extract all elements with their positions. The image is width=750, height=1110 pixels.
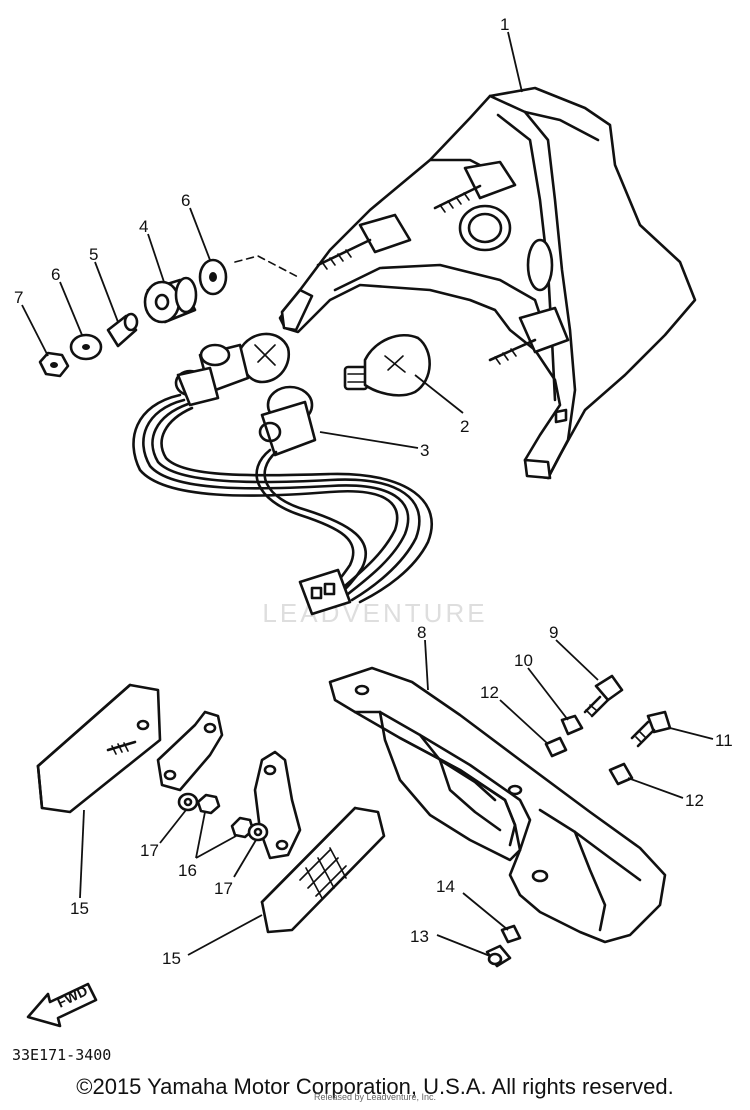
callout-11: 11 bbox=[715, 731, 733, 750]
bolt-11 bbox=[630, 710, 672, 748]
grommet-4 bbox=[143, 276, 198, 324]
washer-14 bbox=[500, 924, 522, 944]
callout-10: 10 bbox=[514, 651, 533, 670]
callout-1: 1 bbox=[500, 15, 509, 34]
callout-6a: 6 bbox=[181, 191, 190, 210]
callout-13: 13 bbox=[410, 927, 429, 946]
callout-3: 3 bbox=[420, 441, 429, 460]
license-bracket-8 bbox=[328, 666, 667, 944]
callout-14: 14 bbox=[436, 877, 455, 896]
stay-left bbox=[156, 710, 224, 792]
leader-lines bbox=[21, 31, 714, 957]
callout-4: 4 bbox=[139, 217, 148, 236]
nut-7 bbox=[38, 351, 70, 378]
reflector-15b bbox=[260, 806, 386, 934]
copyright-notice: ©2015 Yamaha Motor Corporation, U.S.A. A… bbox=[76, 1074, 674, 1099]
callout-17a: 17 bbox=[140, 841, 159, 860]
socket-wire-harness bbox=[132, 332, 434, 616]
washer-12b bbox=[608, 762, 634, 786]
nut-16a bbox=[196, 793, 221, 815]
washer-17b bbox=[247, 822, 269, 842]
bolt-9 bbox=[583, 674, 624, 718]
callout-numbers: 1 2 3 4 5 6 6 7 8 9 10 11 12 12 13 14 15… bbox=[14, 15, 733, 968]
diagram-part-code: 33E171-3400 bbox=[12, 1046, 111, 1064]
callout-6b: 6 bbox=[51, 265, 60, 284]
tail-light-housing bbox=[278, 86, 697, 480]
bulb-2 bbox=[343, 333, 431, 397]
callout-15a: 15 bbox=[70, 899, 89, 918]
watermark: LEADVENTURE bbox=[262, 598, 487, 628]
callout-5: 5 bbox=[89, 245, 98, 264]
released-by-note: Released by Leadventure, Inc. bbox=[313, 1092, 437, 1102]
washer-6b bbox=[69, 333, 103, 361]
nut-13 bbox=[485, 944, 512, 968]
callout-7: 7 bbox=[14, 288, 23, 307]
callout-15b: 15 bbox=[162, 949, 181, 968]
forward-arrow-icon: FWD bbox=[26, 982, 98, 1028]
washer-17a bbox=[177, 792, 199, 812]
washer-12a bbox=[544, 736, 568, 758]
callout-8: 8 bbox=[417, 623, 426, 642]
washer-6a bbox=[198, 258, 228, 296]
callout-2: 2 bbox=[460, 417, 469, 436]
callout-17b: 17 bbox=[214, 879, 233, 898]
callout-16: 16 bbox=[178, 861, 197, 880]
callout-12a: 12 bbox=[480, 683, 499, 702]
collar-5 bbox=[106, 312, 139, 348]
stay-right bbox=[253, 750, 302, 860]
callout-12b: 12 bbox=[685, 791, 704, 810]
reflector-15a bbox=[36, 683, 162, 814]
callout-9: 9 bbox=[549, 623, 558, 642]
washer-10 bbox=[560, 714, 584, 736]
